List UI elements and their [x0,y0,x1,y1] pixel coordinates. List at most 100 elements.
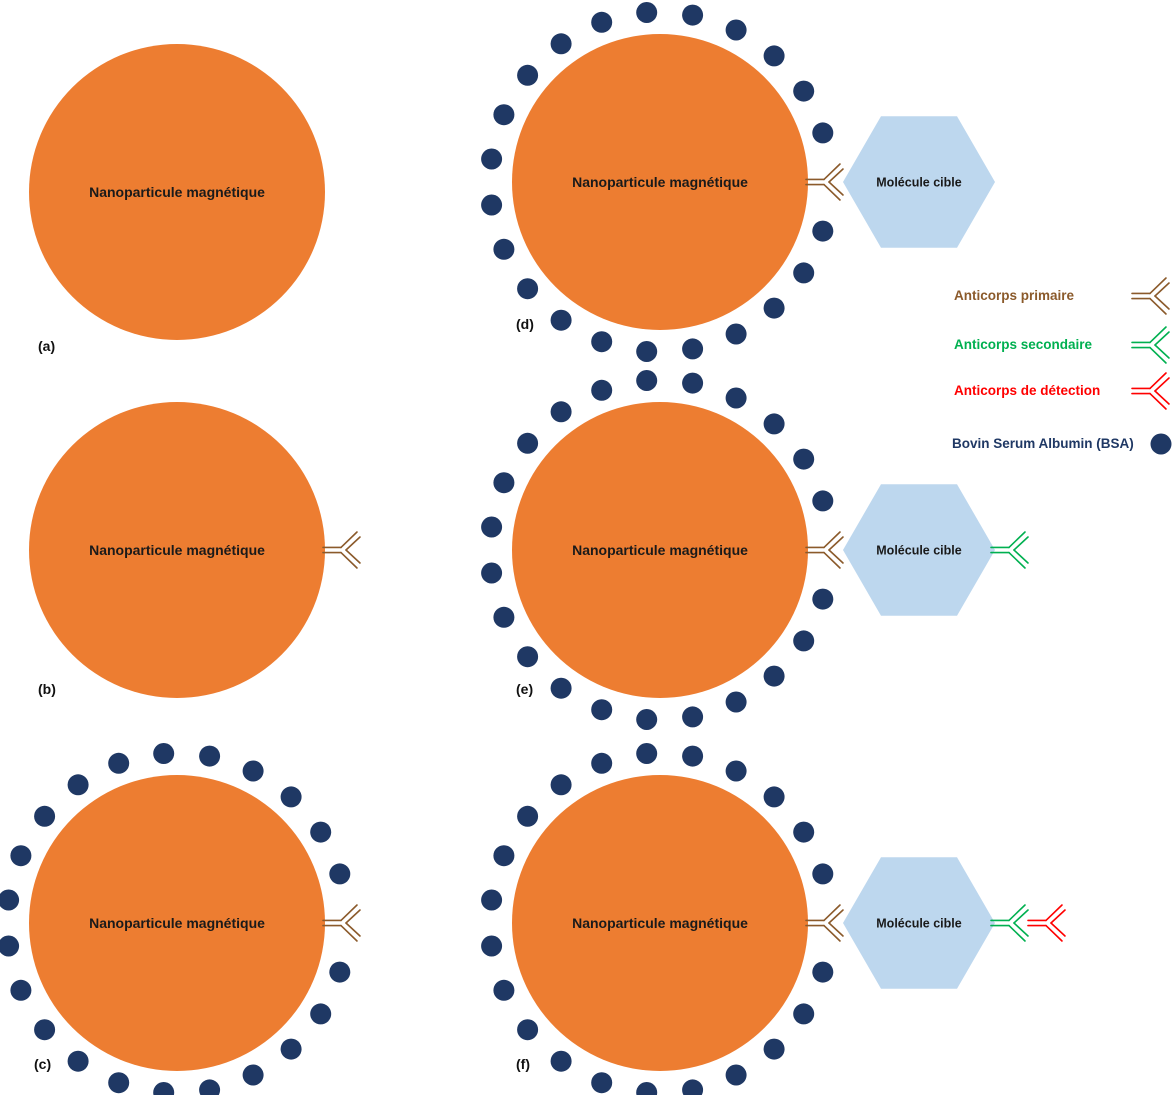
bsa-dot [591,1072,613,1094]
bsa-dot [199,745,221,767]
nanoparticle-label: Nanoparticule magnétique [572,915,748,931]
legend-label: Anticorps de détection [954,383,1100,398]
bsa-coating [481,2,834,362]
bsa-dot [591,331,613,353]
bsa-dot [517,64,539,86]
bsa-dot [153,1082,175,1095]
magnetic-nanoparticle [512,402,808,698]
bsa-dot [636,341,658,362]
bsa-dot [242,760,264,782]
legend-secondary-icon [1131,326,1170,364]
bsa-dot [280,1038,302,1060]
panels: Nanoparticule magnétique (a) Nanoparticule… [0,2,1066,1095]
bsa-dot [481,148,503,170]
bsa-dot [493,606,515,628]
bsa-dot [481,194,503,216]
bsa-dot [812,961,834,983]
target-molecule [843,116,995,248]
panel-letter: (a) [38,338,55,354]
bsa-dot [34,805,56,827]
bsa-dot [636,1082,658,1095]
panel-d: Nanoparticule magnétique(d)Molécule cibl… [481,2,995,362]
bsa-dot [153,743,175,764]
bsa-dot [310,1003,332,1025]
bsa-coating [481,743,834,1095]
bsa-dot [636,743,658,764]
bsa-dot [310,821,332,843]
bsa-dot [682,745,704,767]
bsa-dot [591,379,613,401]
primary-antibody [322,904,361,942]
bsa-dot [34,1019,56,1041]
bsa-dot [493,845,515,867]
bsa-dot [550,1050,572,1072]
bsa-dot [812,490,834,512]
primary-antibody [322,531,361,569]
bsa-dot [517,805,539,827]
bsa-dot [793,821,815,843]
bsa-dot [793,80,815,102]
bsa-dot [812,588,834,610]
bsa-dot [550,401,572,423]
bsa-dot [636,709,658,730]
nanoparticle-label: Nanoparticule magnétique [89,542,265,558]
panel-c: Nanoparticule magnétique(c) [0,743,361,1095]
legend-item-secondary: Anticorps secondaire [954,326,1170,364]
bsa-dot [517,646,539,668]
panel-letter: (e) [516,681,533,697]
bsa-dot [280,786,302,808]
bsa-dot [517,432,539,454]
bsa-dot [550,33,572,55]
bsa-dot [636,2,658,23]
legend-label: Anticorps secondaire [954,337,1093,352]
bsa-dot [763,786,785,808]
panel-b: Nanoparticule magnétique (b) [29,402,361,698]
bsa-dot [481,562,503,584]
bsa-dot [793,1003,815,1025]
bsa-dot [682,706,704,728]
panel-letter: (b) [38,681,56,697]
bsa-dot [481,889,503,911]
bsa-dot [242,1064,264,1086]
bsa-dot [682,1079,704,1095]
nanoparticle-label: Nanoparticule magnétique [89,915,265,931]
panel-e: Nanoparticule magnétique(e)Molécule cibl… [481,370,1029,730]
bsa-dot [812,122,834,144]
target-molecule [843,857,995,989]
panel-letter: (f) [516,1056,530,1072]
legend-item-primary: Anticorps primaire [954,277,1170,315]
magnetic-nanoparticle [29,402,325,698]
bsa-dot [636,370,658,391]
legend-label: Anticorps primaire [954,288,1075,303]
bsa-dot [493,238,515,260]
secondary-antibody [990,531,1029,569]
bsa-dot [517,278,539,300]
nanoparticle-label: Nanoparticule magnétique [89,184,265,200]
bsa-dot [793,448,815,470]
target-molecule-label: Molécule cible [876,176,961,190]
magnetic-nanoparticle [512,775,808,1071]
bsa-dot [725,691,747,713]
bsa-dot [550,309,572,331]
bsa-dot [550,677,572,699]
legend-detection-icon [1131,372,1170,410]
bsa-dot [329,863,351,885]
bsa-dot [763,1038,785,1060]
legend-item-detection: Anticorps de détection [954,372,1170,410]
bsa-dot [329,961,351,983]
bsa-dot [493,472,515,494]
bsa-dot [682,338,704,360]
bsa-dot [591,699,613,721]
primary-antibody [805,904,844,942]
bsa-dot [812,863,834,885]
bsa-dot [493,104,515,126]
detection-antibody [1027,904,1066,942]
bsa-coating [481,370,834,730]
legend-primary-icon [1131,277,1170,315]
bsa-dot [763,45,785,67]
magnetic-nanoparticle [29,44,325,340]
bsa-dot [763,297,785,319]
bsa-dot [793,262,815,284]
